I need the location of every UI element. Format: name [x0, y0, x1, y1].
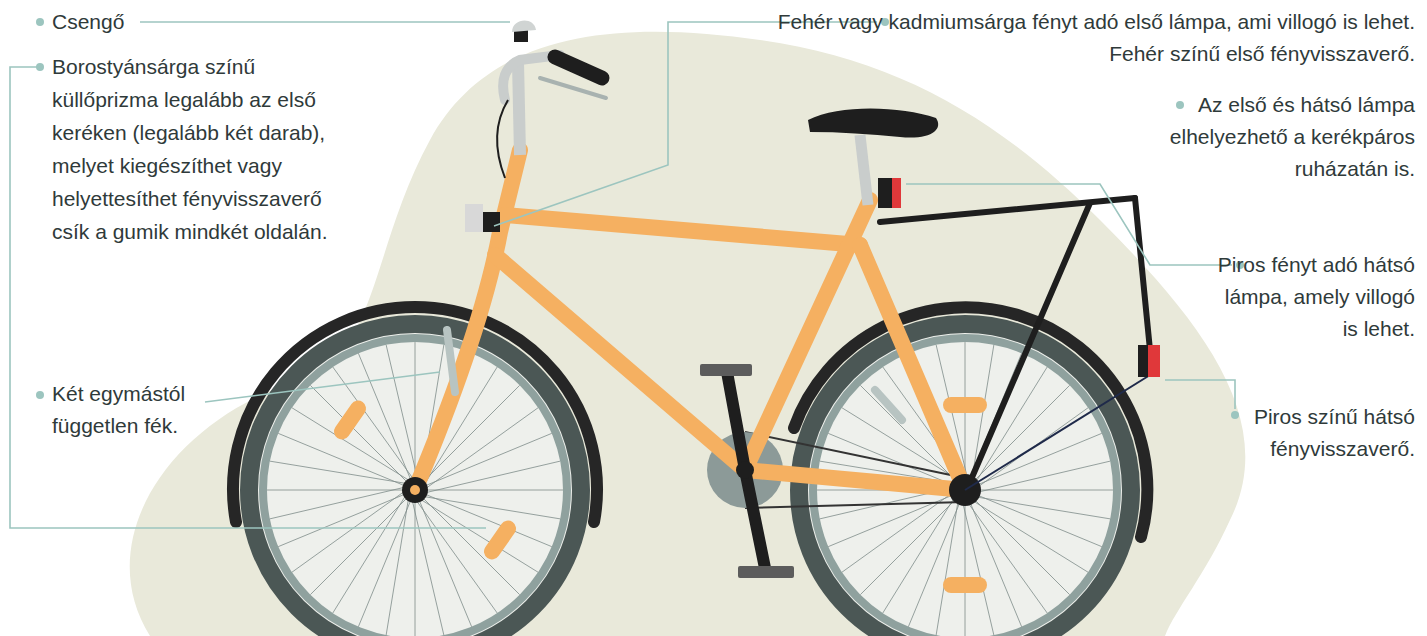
saddle [808, 109, 938, 138]
chain [745, 432, 965, 508]
spoke [883, 497, 955, 613]
spoke [417, 502, 497, 613]
frame [415, 150, 965, 490]
spoke [415, 502, 416, 636]
spoke [425, 497, 560, 519]
spoke [415, 342, 416, 478]
bell [512, 20, 536, 32]
brake-lever [540, 78, 606, 98]
crank-bolt [736, 461, 754, 479]
front-wheel [249, 324, 581, 636]
spoke [977, 490, 1113, 491]
rear-lamp-light [892, 178, 901, 208]
callout-text: Két egymástól független fék. [52, 378, 212, 442]
spoke [270, 461, 405, 483]
rear-reflector [1148, 345, 1160, 377]
spoke-reflector [943, 577, 987, 593]
bell-base [514, 30, 528, 42]
spoke [333, 497, 405, 613]
spoke [936, 500, 958, 635]
spoke [427, 461, 560, 492]
front-hub [410, 485, 420, 495]
spoke [973, 498, 1069, 594]
spoke [427, 490, 563, 491]
seat-post [860, 135, 868, 205]
spoke [310, 385, 406, 481]
spoke [310, 498, 406, 594]
reflector-wire [965, 375, 1150, 490]
pedal [738, 566, 794, 578]
spoke [860, 498, 956, 594]
spoke [908, 501, 960, 627]
spoke [977, 461, 1110, 492]
spoke-reflector [943, 397, 987, 413]
spoke [976, 495, 1102, 547]
callout-text: Piros fényt adó hátsó lámpa, amely villo… [1205, 249, 1415, 345]
spoke [963, 502, 994, 635]
spoke [422, 500, 538, 572]
rear-lamp [878, 178, 900, 208]
spoke [413, 502, 444, 635]
front-fender [233, 307, 597, 522]
spoke [972, 500, 1088, 572]
spoke [423, 498, 519, 594]
pedal [700, 364, 752, 376]
spoke [975, 497, 1110, 519]
bullet-dots [36, 18, 1244, 419]
callout-text: Csengő [52, 6, 172, 38]
callout-text: Borostyánsárga színű küllőprizma legaláb… [52, 50, 337, 248]
spoke [426, 495, 552, 547]
front-lamp [465, 204, 483, 232]
spoke [358, 501, 410, 627]
spoke [278, 433, 404, 485]
callout-text: Fehér vagy kadmiumsárga fényt adó első l… [775, 6, 1415, 70]
stem [518, 62, 520, 155]
leader-lines [10, 22, 1235, 528]
spoke [967, 502, 1047, 613]
grip [555, 57, 602, 78]
rear-fender [794, 307, 1147, 537]
spoke-reflector [331, 397, 369, 442]
callout-text: Piros színű hátsó fényvisszaverő. [1195, 401, 1415, 465]
spokes [267, 342, 1113, 636]
brake-cable [497, 100, 508, 178]
spoke [270, 488, 403, 519]
brake [447, 330, 902, 420]
spoke [292, 492, 403, 572]
spoke [386, 345, 417, 478]
spoke-reflector [481, 517, 519, 562]
rear-rack [880, 198, 1150, 482]
front-hub [402, 477, 428, 503]
spoke [267, 490, 403, 491]
callout-text: Az első és hátsó lámpa elhelyezhető a ke… [1095, 89, 1415, 185]
crank [727, 372, 765, 568]
spoke [386, 500, 408, 635]
spoke [965, 502, 966, 636]
